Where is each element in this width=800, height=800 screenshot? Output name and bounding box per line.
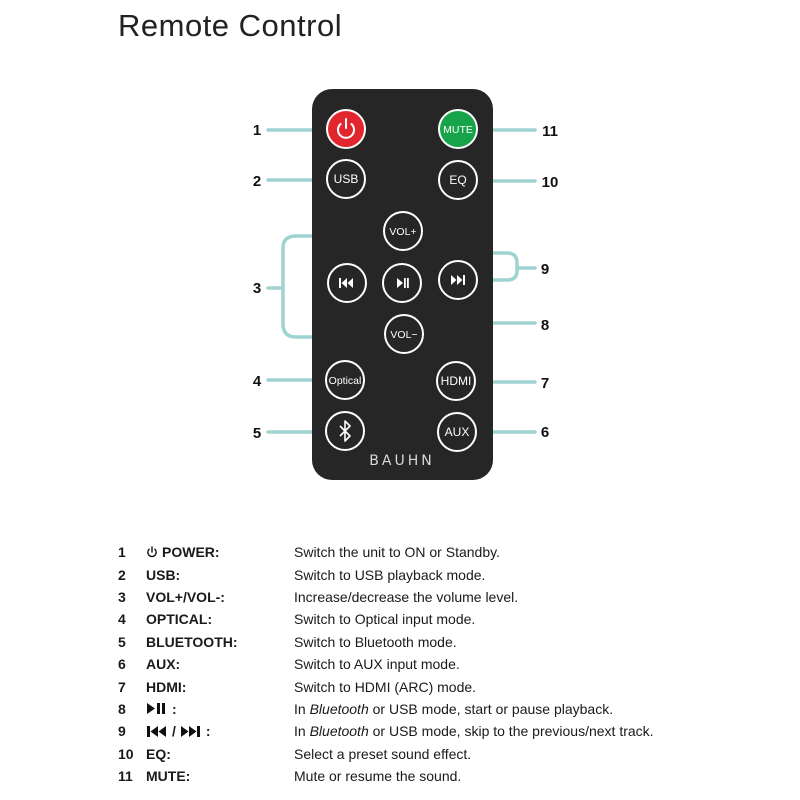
callout-7: 7: [541, 375, 549, 392]
eq-label: EQ: [449, 173, 466, 187]
power-icon: [337, 118, 355, 139]
legend-description: Switch to HDMI (ARC) mode.: [294, 678, 477, 695]
legend-description: Switch to Optical input mode.: [294, 611, 476, 628]
legend-row-10: 10 EQ: Select a preset sound effect.: [118, 743, 778, 765]
eq-button[interactable]: [438, 160, 478, 200]
aux-label: AUX: [445, 425, 470, 439]
legend-key: / :: [146, 723, 294, 739]
page-title: Remote Control: [118, 8, 343, 43]
callout-8: 8: [541, 317, 549, 334]
legend-number: 1: [118, 544, 126, 561]
legend-description: Increase/decrease the volume level.: [294, 588, 519, 605]
optical-label: Optical: [329, 375, 362, 387]
legend-number: 6: [118, 656, 126, 673]
legend-row-1: 1 POWER: Switch the unit to ON or Standb…: [118, 541, 778, 563]
callout-2: 2: [253, 173, 261, 190]
button-legend: 1 POWER: Switch the unit to ON or Standb…: [118, 541, 778, 787]
bluetooth-icon: [339, 420, 351, 442]
prev-track-icon: [147, 725, 166, 737]
legend-key: :: [146, 701, 294, 717]
legend-key: BLUETOOTH:: [146, 633, 238, 650]
legend-description: Switch to USB playback mode.: [294, 566, 486, 583]
legend-desc-emphasis: Bluetooth: [309, 700, 369, 717]
legend-key: OPTICAL:: [146, 611, 213, 628]
legend-description: Select a preset sound effect.: [294, 745, 472, 762]
legend-row-6: 6 AUX: Switch to AUX input mode.: [118, 653, 778, 675]
next-track-icon: [180, 725, 200, 737]
legend-number: 2: [118, 566, 126, 583]
legend-key: VOL+/VOL-:: [146, 588, 225, 605]
legend-number: 7: [118, 678, 126, 695]
legend-description: Switch to Bluetooth mode.: [294, 633, 457, 650]
legend-desc-emphasis: Bluetooth: [309, 723, 369, 740]
legend-description: In Bluetooth or USB mode, skip to the pr…: [294, 723, 778, 739]
legend-key: USB:: [146, 566, 181, 583]
callout-1: 1: [253, 122, 261, 139]
legend-key-separator: /: [172, 723, 176, 740]
legend-description: Mute or resume the sound.: [294, 768, 462, 785]
callout-5: 5: [253, 425, 261, 442]
legend-number: 9: [118, 723, 126, 740]
legend-row-7: 7 HDMI: Switch to HDMI (ARC) mode.: [118, 675, 778, 697]
legend-key: AUX:: [146, 656, 181, 673]
legend-row-5: 5 BLUETOOTH: Switch to Bluetooth mode.: [118, 631, 778, 653]
legend-key: POWER:: [146, 544, 294, 560]
play-pause-icon: [397, 278, 409, 288]
next-track-icon: [451, 275, 465, 285]
callout-10: 10: [542, 174, 559, 191]
legend-desc-rest: or USB mode, skip to the previous/next t…: [368, 723, 654, 740]
leader-line-3: [266, 234, 387, 339]
hdmi-button[interactable]: [436, 361, 476, 401]
legend-desc-prefix: In: [294, 723, 310, 740]
legend-key: MUTE:: [146, 768, 191, 785]
vol-down-button[interactable]: [384, 314, 424, 354]
legend-key-label: POWER:: [162, 544, 220, 561]
legend-number: 4: [118, 611, 126, 628]
mute-label: MUTE: [443, 124, 473, 136]
callout-11: 11: [542, 123, 558, 140]
legend-key: EQ:: [146, 745, 171, 762]
legend-number: 5: [118, 633, 126, 650]
legend-description: In Bluetooth or USB mode, start or pause…: [294, 701, 778, 717]
usb-label: USB: [334, 172, 359, 186]
aux-button[interactable]: [437, 412, 477, 452]
legend-row-2: 2 USB: Switch to USB playback mode.: [118, 563, 778, 585]
callout-4: 4: [253, 373, 262, 390]
power-button[interactable]: [326, 109, 366, 149]
brand-logo: BAUHN: [369, 453, 434, 469]
hdmi-label: HDMI: [441, 374, 472, 388]
play-pause-icon: [147, 703, 165, 715]
legend-desc-rest: or USB mode, start or pause playback.: [368, 700, 614, 717]
legend-number: 8: [118, 700, 126, 717]
optical-button[interactable]: [325, 360, 365, 400]
legend-description: Switch the unit to ON or Standby.: [294, 544, 500, 561]
legend-row-8: 8 : In Bluetooth or USB mode, start or p…: [118, 698, 778, 720]
callout-6: 6: [541, 424, 549, 441]
legend-row-9: 9 / : In Bluetooth or USB mode, skip to …: [118, 720, 778, 742]
power-icon: [147, 546, 157, 558]
legend-description: Switch to AUX input mode.: [294, 656, 460, 673]
legend-number: 10: [118, 745, 134, 762]
legend-key: HDMI:: [146, 678, 187, 695]
callout-9: 9: [541, 261, 549, 278]
prev-track-icon: [339, 278, 353, 288]
legend-number: 11: [118, 768, 133, 785]
legend-desc-prefix: In: [294, 700, 310, 717]
remote-diagram: BAUHN MUTE USB EQ VOL+ VOL− Optical HDMI…: [253, 89, 559, 480]
vol-up-label: VOL+: [389, 226, 416, 238]
legend-key-label: :: [205, 723, 211, 740]
vol-up-button[interactable]: [383, 211, 423, 251]
legend-row-11: 11 MUTE: Mute or resume the sound.: [118, 765, 778, 787]
legend-row-4: 4 OPTICAL: Switch to Optical input mode.: [118, 608, 778, 630]
callout-3: 3: [253, 280, 261, 297]
mute-button[interactable]: [438, 109, 478, 149]
legend-row-3: 3 VOL+/VOL-: Increase/decrease the volum…: [118, 586, 778, 608]
legend-key-label: :: [172, 700, 177, 717]
legend-number: 3: [118, 588, 126, 605]
vol-down-label: VOL−: [390, 329, 417, 341]
usb-button[interactable]: [326, 159, 366, 199]
